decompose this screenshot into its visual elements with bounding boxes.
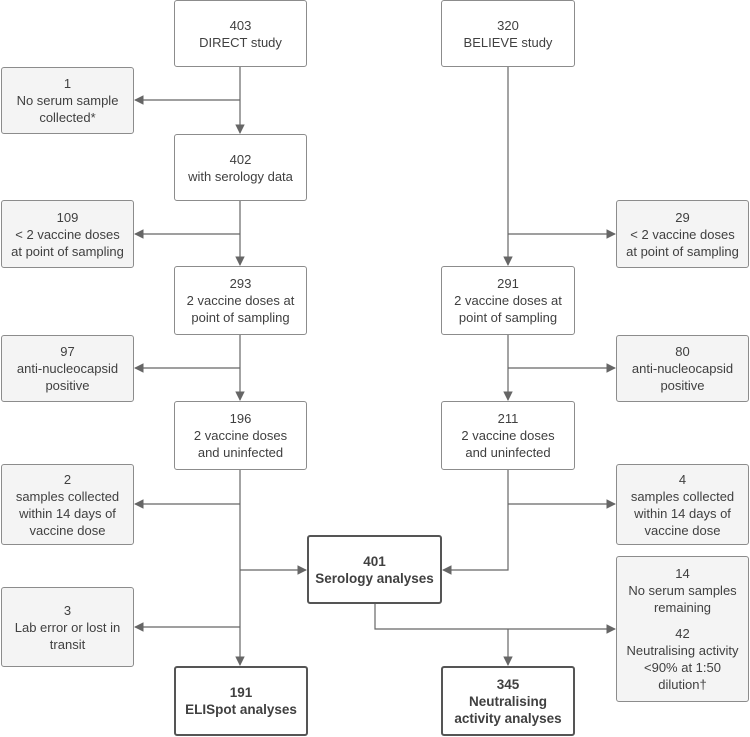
believe-uninfected-count: 211 <box>497 411 519 426</box>
direct-2doses-line2: point of sampling <box>191 310 290 325</box>
believe-lt2-line2: at point of sampling <box>626 243 739 259</box>
serology-data-label: with serology data <box>188 168 293 184</box>
direct-14days-count: 2 <box>63 471 72 487</box>
direct-2doses-box: 293 2 vaccine doses at point of sampling <box>174 266 307 335</box>
no-serum-line2: collected* <box>39 110 96 125</box>
believe-14days-line1: samples collected <box>630 488 735 504</box>
excluded-neut-line3: Neutralising activity <box>626 643 739 658</box>
direct-uninfected-line2: and uninfected <box>197 445 284 460</box>
believe-14days-line2: within 14 days of <box>634 505 731 521</box>
direct-lt2-count: 109 <box>56 209 79 225</box>
believe-anti-nucleocapsid-box: 80 anti-nucleocapsid positive <box>616 335 749 402</box>
direct-anti-n-line1: anti-nucleocapsid <box>16 361 119 376</box>
serology-analyses-box: 401 Serology analyses <box>307 535 442 604</box>
excluded-neut-line5: dilution† <box>658 677 707 692</box>
no-serum-count: 1 <box>63 76 72 91</box>
believe-2doses-box: 291 2 vaccine doses at point of sampling <box>441 266 575 335</box>
serology-data-box: 402 with serology data <box>174 134 307 201</box>
believe-uninfected-line2: and uninfected <box>465 445 551 460</box>
believe-2doses-count: 291 <box>497 276 519 291</box>
neutralising-analyses-line2: activity analyses <box>454 710 562 726</box>
believe-14days-count: 4 <box>678 471 687 487</box>
elispot-analyses-box: 191 ELISpot analyses <box>174 666 308 736</box>
excluded-neut-count2: 42 <box>675 626 690 641</box>
lab-error-box: 3 Lab error or lost in transit <box>1 587 134 667</box>
direct-study-count: 403 <box>229 17 252 33</box>
lab-error-line1: Lab error or lost in <box>14 619 121 635</box>
excluded-neutralising-box: 14 No serum samples remaining 42 Neutral… <box>616 556 749 702</box>
direct-anti-n-line2: positive <box>45 378 90 393</box>
believe-2doses-line2: point of sampling <box>458 310 558 325</box>
believe-anti-n-count: 80 <box>675 344 690 359</box>
direct-uninfected-box: 196 2 vaccine doses and uninfected <box>174 401 307 470</box>
believe-anti-n-line2: positive <box>660 378 705 393</box>
direct-anti-n-count: 97 <box>60 344 75 359</box>
direct-2doses-line1: 2 vaccine doses at <box>186 293 295 308</box>
believe-uninfected-line1: 2 vaccine doses <box>461 428 555 443</box>
believe-14days-box: 4 samples collected within 14 days of va… <box>616 464 749 545</box>
lab-error-line2: transit <box>49 636 86 652</box>
direct-lt2-doses-box: 109 < 2 vaccine doses at point of sampli… <box>1 200 134 268</box>
direct-study-box: 403 DIRECT study <box>174 0 307 67</box>
direct-2doses-count: 293 <box>229 276 252 291</box>
direct-14days-line1: samples collected <box>15 488 120 504</box>
elispot-analyses-count: 191 <box>229 685 253 700</box>
direct-lt2-line1: < 2 vaccine doses <box>15 226 120 242</box>
believe-14days-line3: vaccine dose <box>644 522 721 538</box>
direct-study-label: DIRECT study <box>199 34 282 50</box>
direct-14days-line3: vaccine dose <box>29 522 106 538</box>
direct-uninfected-line1: 2 vaccine doses <box>193 428 288 443</box>
direct-uninfected-count: 196 <box>229 411 252 426</box>
serology-data-count: 402 <box>229 151 252 167</box>
excluded-neut-line1: No serum samples <box>628 583 737 598</box>
believe-anti-n-line1: anti-nucleocapsid <box>631 361 734 376</box>
believe-study-box: 320 BELIEVE study <box>441 0 575 67</box>
direct-anti-nucleocapsid-box: 97 anti-nucleocapsid positive <box>1 335 134 402</box>
neutralising-analyses-box: 345 Neutralising activity analyses <box>441 666 575 736</box>
believe-lt2-doses-box: 29 < 2 vaccine doses at point of samplin… <box>616 200 749 268</box>
believe-lt2-line1: < 2 vaccine doses <box>630 226 735 242</box>
serology-analyses-count: 401 <box>363 553 386 569</box>
elispot-analyses-label: ELISpot analyses <box>185 702 297 717</box>
serology-analyses-label: Serology analyses <box>315 570 434 586</box>
believe-study-label: BELIEVE study <box>463 34 553 50</box>
edge-believe-to-serology <box>442 470 509 575</box>
direct-lt2-line2: at point of sampling <box>11 243 124 259</box>
no-serum-line1: No serum sample <box>16 93 119 108</box>
neutralising-analyses-count: 345 <box>496 676 520 692</box>
excluded-neut-line4: <90% at 1:50 <box>644 660 721 675</box>
no-serum-box: 1 No serum sample collected* <box>1 67 134 134</box>
believe-uninfected-box: 211 2 vaccine doses and uninfected <box>441 401 575 470</box>
excluded-neut-count1: 14 <box>675 566 690 581</box>
neutralising-analyses-line1: Neutralising <box>468 693 547 709</box>
direct-14days-box: 2 samples collected within 14 days of va… <box>1 464 134 545</box>
believe-lt2-count: 29 <box>675 209 690 225</box>
believe-study-count: 320 <box>497 17 519 33</box>
lab-error-count: 3 <box>63 602 72 618</box>
edge-serology-down <box>374 604 508 630</box>
believe-2doses-line1: 2 vaccine doses at <box>454 293 562 308</box>
direct-14days-line2: within 14 days of <box>19 505 116 521</box>
excluded-neut-line2: remaining <box>653 600 712 615</box>
